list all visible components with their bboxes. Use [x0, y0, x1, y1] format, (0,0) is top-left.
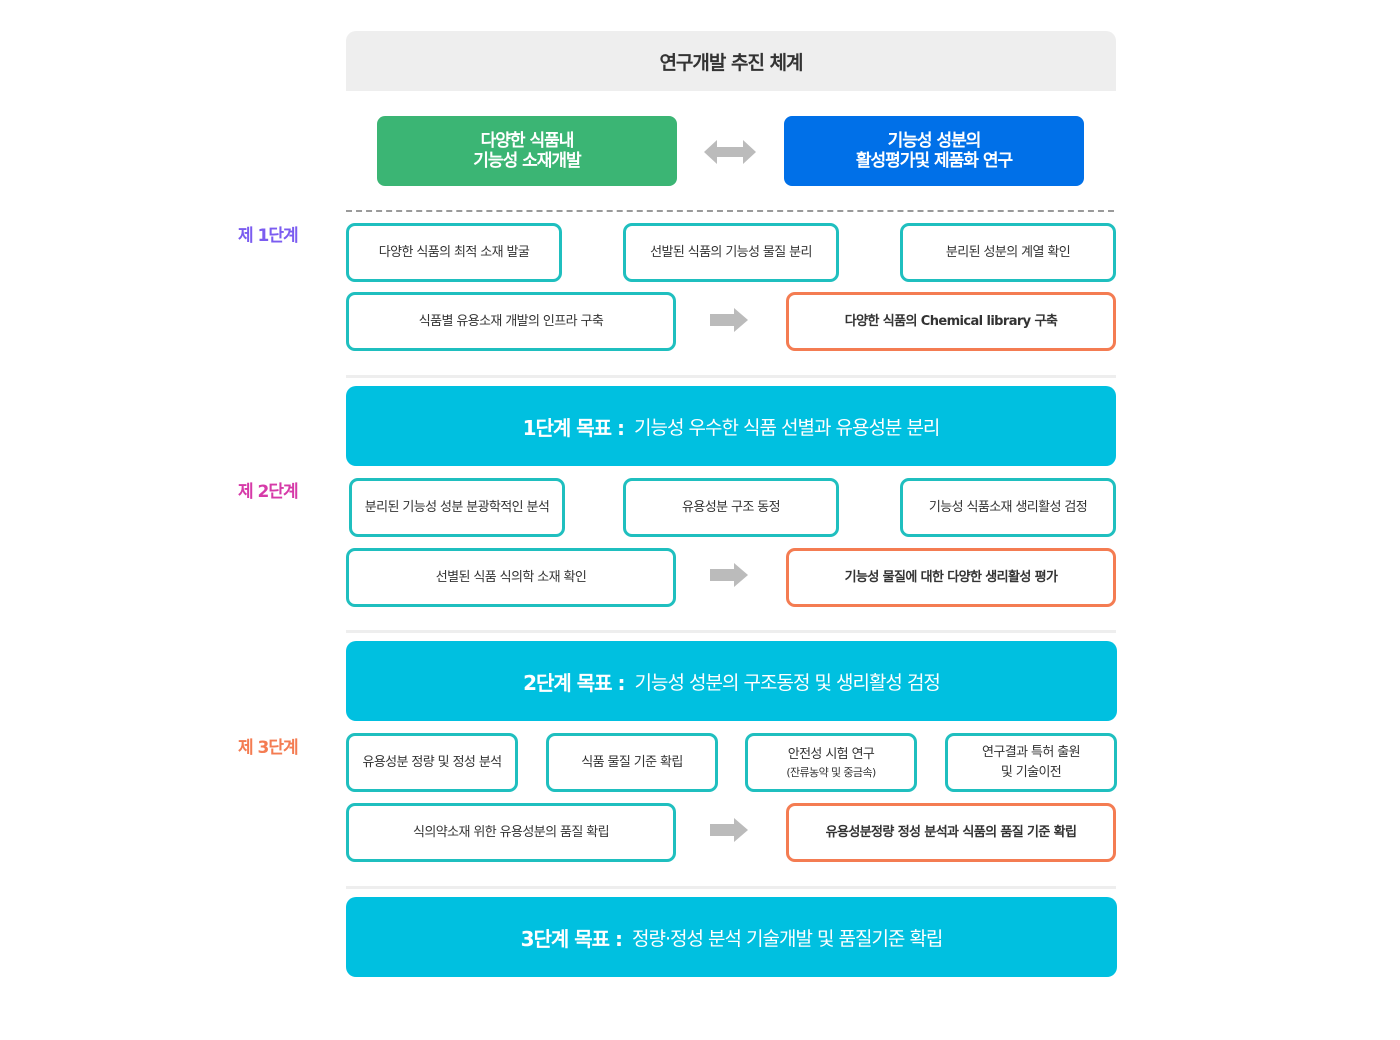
stage-2-goal-bar: 2단계 목표 : 기능성 성분의 구조동정 및 생리활성 검정 — [346, 641, 1117, 721]
stage-3-task-1: 유용성분 정량 및 정성 분석 — [346, 733, 518, 792]
task-text: 안전성 시험 연구 — [787, 746, 875, 762]
right-arrow-icon — [710, 563, 748, 587]
stage-3-task-3: 안전성 시험 연구 (잔류농약 및 중금속) — [745, 733, 917, 792]
dashed-divider — [346, 210, 1114, 212]
materials-development-line2: 기능성 소재개발 — [473, 151, 581, 171]
task-text: 연구결과 특허 출원 — [982, 744, 1081, 760]
stage-3-input-box: 식의약소재 위한 유용성분의 품질 확립 — [346, 803, 676, 862]
diagram-title: 연구개발 추진 체계 — [346, 31, 1116, 91]
stage-1-goal-bar: 1단계 목표 : 기능성 우수한 식품 선별과 유용성분 분리 — [346, 386, 1116, 466]
input-text: 선별된 식품 식의학 소재 확인 — [435, 569, 587, 585]
stage-1-task-2: 선발된 식품의 기능성 물질 분리 — [623, 223, 839, 282]
result-text: 유용성분정량 정성 분석과 식품의 품질 기준 확립 — [825, 824, 1077, 840]
activity-evaluation-box: 기능성 성분의 활성평가및 제품화 연구 — [784, 116, 1084, 186]
stage-3-task-4: 연구결과 특허 출원 및 기술이전 — [945, 733, 1117, 792]
double-arrow-icon — [704, 140, 756, 164]
stage-3-goal-bar: 3단계 목표 : 정량·정성 분석 기술개발 및 품질기준 확립 — [346, 897, 1117, 977]
task-text-line2: 및 기술이전 — [1000, 764, 1062, 780]
goal-title: 1단계 목표 : — [522, 415, 625, 440]
stage-1-input-box: 식품별 유용소재 개발의 인프라 구축 — [346, 292, 676, 351]
task-text: 유용성분 정량 및 정성 분석 — [362, 754, 502, 770]
input-text: 식의약소재 위한 유용성분의 품질 확립 — [413, 824, 609, 840]
right-arrow-icon — [710, 308, 748, 332]
materials-development-line1: 다양한 식품내 — [480, 131, 575, 151]
stage-2-label: 제 2단계 — [238, 482, 299, 502]
task-text: 분리된 성분의 계열 확인 — [945, 244, 1071, 260]
materials-development-box: 다양한 식품내 기능성 소재개발 — [377, 116, 677, 186]
right-arrow-icon — [710, 818, 748, 842]
task-text: 분리된 기능성 성분 분광학적인 분석 — [364, 499, 550, 515]
stage-2-task-1: 분리된 기능성 성분 분광학적인 분석 — [349, 478, 565, 537]
stage-2-task-2: 유용성분 구조 동정 — [623, 478, 839, 537]
stage-1-result-box: 다양한 식품의 Chemical library 구축 — [786, 292, 1116, 351]
section-separator — [346, 630, 1116, 633]
task-text: 다양한 식품의 최적 소재 발굴 — [378, 244, 530, 260]
result-text: 다양한 식품의 Chemical library 구축 — [844, 313, 1058, 329]
stage-3-result-box: 유용성분정량 정성 분석과 식품의 품질 기준 확립 — [786, 803, 1116, 862]
stage-1-task-1: 다양한 식품의 최적 소재 발굴 — [346, 223, 562, 282]
goal-text: 기능성 성분의 구조동정 및 생리활성 검정 — [634, 671, 941, 694]
input-text: 식품별 유용소재 개발의 인프라 구축 — [418, 313, 604, 329]
result-text: 기능성 물질에 대한 다양한 생리활성 평가 — [844, 569, 1058, 585]
task-text: 선발된 식품의 기능성 물질 분리 — [650, 244, 812, 260]
goal-title: 2단계 목표 : — [523, 670, 625, 695]
stage-2-task-3: 기능성 식품소재 생리활성 검정 — [900, 478, 1116, 537]
activity-evaluation-line1: 기능성 성분의 — [887, 131, 982, 151]
goal-text: 기능성 우수한 식품 선별과 유용성분 분리 — [634, 416, 940, 439]
task-text: 식품 물질 기준 확립 — [581, 754, 683, 770]
stage-3-label: 제 3단계 — [238, 738, 299, 758]
goal-text: 정량·정성 분석 기술개발 및 품질기준 확립 — [632, 927, 943, 950]
task-subtext: (잔류농약 및 중금속) — [786, 765, 876, 779]
section-separator — [346, 375, 1116, 378]
stage-1-label: 제 1단계 — [238, 226, 299, 246]
section-separator — [346, 886, 1116, 889]
task-text: 유용성분 구조 동정 — [682, 499, 781, 515]
task-text: 기능성 식품소재 생리활성 검정 — [928, 499, 1088, 515]
stage-3-task-2: 식품 물질 기준 확립 — [546, 733, 718, 792]
goal-title: 3단계 목표 : — [520, 926, 623, 951]
activity-evaluation-line2: 활성평가및 제품화 연구 — [855, 151, 1013, 171]
stage-2-input-box: 선별된 식품 식의학 소재 확인 — [346, 548, 676, 607]
stage-1-task-3: 분리된 성분의 계열 확인 — [900, 223, 1116, 282]
stage-2-result-box: 기능성 물질에 대한 다양한 생리활성 평가 — [786, 548, 1116, 607]
